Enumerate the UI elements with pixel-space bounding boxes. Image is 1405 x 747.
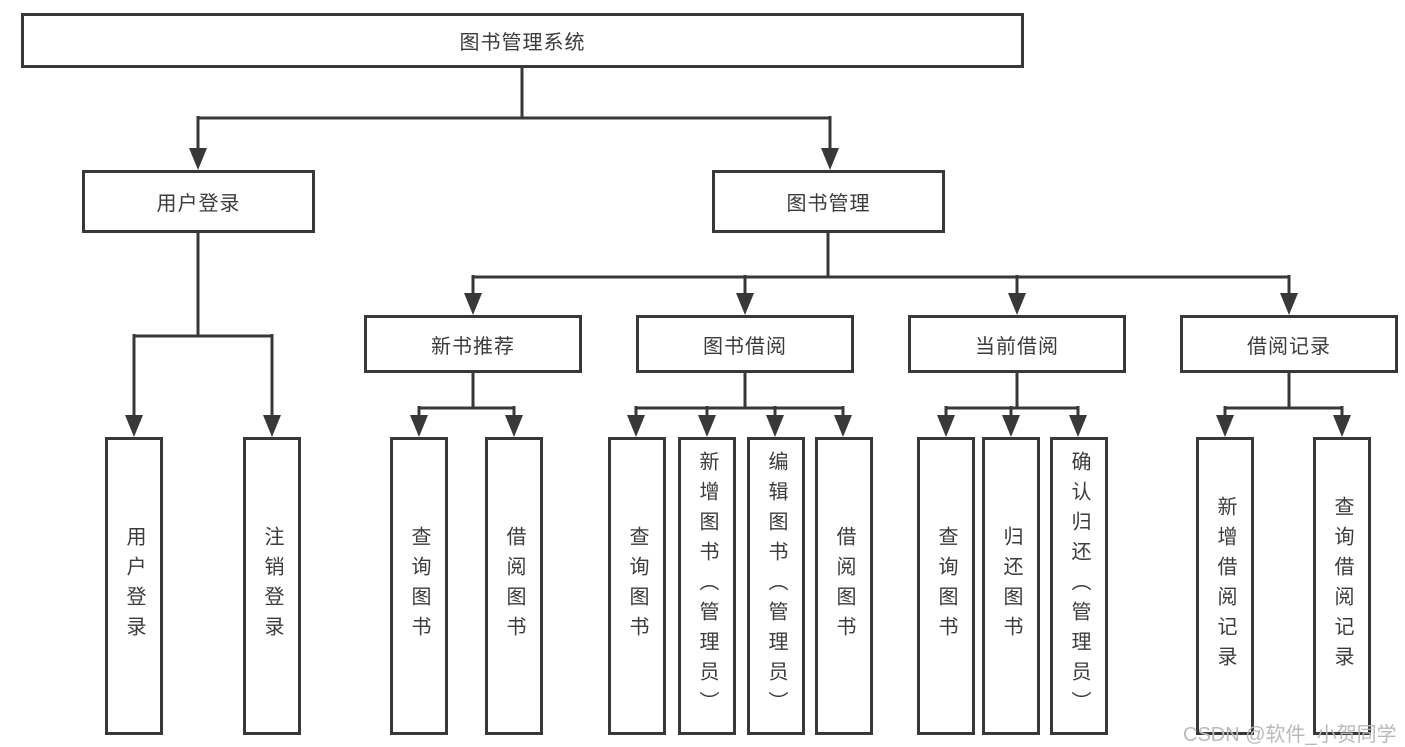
arrowhead-icon — [766, 415, 784, 437]
leaf-label: 用户登录 — [123, 526, 145, 646]
leaf-label: 注销登录 — [261, 526, 283, 646]
arrowhead-icon — [736, 293, 754, 315]
arrowhead-icon — [627, 415, 645, 437]
arrowhead-icon — [1280, 293, 1298, 315]
csdn-watermark: CSDN @软件_小贺同学 — [1183, 724, 1397, 746]
arrowhead-icon — [834, 415, 852, 437]
leaf-label: 新增借阅记录 — [1214, 496, 1236, 676]
node-library-system: 图书管理系统 — [21, 13, 1024, 68]
arrowhead-icon — [189, 148, 207, 170]
arrowhead-icon — [505, 415, 523, 437]
leaf-query-borrow-record: 查询借阅记录 — [1313, 437, 1371, 735]
leaf-label: 查询图书 — [408, 526, 430, 646]
node-user-login: 用户登录 — [82, 170, 315, 233]
leaf-label: 借阅图书 — [503, 526, 525, 646]
leaf-return-books: 归还图书 — [982, 437, 1040, 735]
arrowhead-icon — [263, 415, 281, 437]
leaf-borrow-books-recommend: 借阅图书 — [485, 437, 543, 735]
leaf-label: 借阅图书 — [833, 526, 855, 646]
leaf-label: 查询图书 — [935, 526, 957, 646]
arrowhead-icon — [698, 415, 716, 437]
arrowhead-icon — [125, 415, 143, 437]
leaf-add-books-admin: 新增图书（管理员） — [678, 437, 736, 735]
leaf-logout: 注销登录 — [243, 437, 301, 735]
leaf-edit-books-admin: 编辑图书（管理员） — [747, 437, 805, 735]
leaf-query-books-recommend: 查询图书 — [390, 437, 448, 735]
node-current-borrowing: 当前借阅 — [908, 315, 1126, 373]
leaf-label: 编辑图书（管理员） — [765, 451, 787, 721]
arrowhead-icon — [464, 293, 482, 315]
arrowhead-icon — [1008, 293, 1026, 315]
leaf-query-books-current: 查询图书 — [917, 437, 975, 735]
arrowhead-icon — [1333, 415, 1351, 437]
leaf-label: 查询借阅记录 — [1331, 496, 1353, 676]
leaf-add-borrow-record: 新增借阅记录 — [1196, 437, 1254, 735]
arrowhead-icon — [937, 415, 955, 437]
leaf-confirm-return-admin: 确认归还（管理员） — [1050, 437, 1108, 735]
arrowhead-icon — [821, 148, 839, 170]
leaf-user-login: 用户登录 — [105, 437, 163, 735]
node-book-borrowing: 图书借阅 — [636, 315, 854, 373]
leaf-label: 归还图书 — [1000, 526, 1022, 646]
arrowhead-icon — [1216, 415, 1234, 437]
node-borrow-records: 借阅记录 — [1180, 315, 1398, 373]
node-book-management: 图书管理 — [712, 170, 945, 233]
arrowhead-icon — [1069, 415, 1087, 437]
leaf-borrow-books: 借阅图书 — [815, 437, 873, 735]
leaf-label: 新增图书（管理员） — [696, 451, 718, 721]
arrowhead-icon — [410, 415, 428, 437]
arrowhead-icon — [1002, 415, 1020, 437]
leaf-label: 查询图书 — [626, 526, 648, 646]
leaf-label: 确认归还（管理员） — [1068, 451, 1090, 721]
leaf-query-books-borrowing: 查询图书 — [608, 437, 666, 735]
node-new-book-recommend: 新书推荐 — [364, 315, 582, 373]
